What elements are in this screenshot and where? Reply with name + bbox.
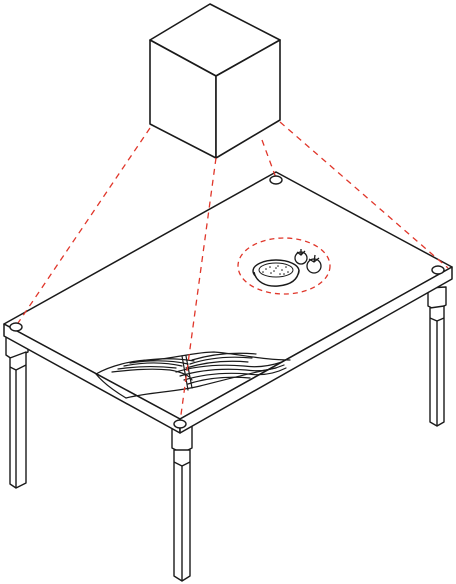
tomato-front [306, 254, 322, 274]
leg-front [171, 419, 193, 582]
corner-marker-back [269, 175, 283, 185]
highlight-ring [237, 237, 331, 295]
food-texture [262, 265, 289, 275]
tomatoes [294, 249, 322, 274]
projection-line-right [279, 121, 449, 269]
cube-right-face [215, 39, 281, 159]
leg-right [427, 286, 447, 427]
corner-marker-right [431, 265, 445, 275]
table-legs [5, 286, 447, 582]
overhead-camera-cube [149, 3, 281, 159]
projection-line-back [261, 139, 277, 179]
leg-left [5, 329, 29, 489]
table-top-surface [3, 171, 453, 420]
table-top [3, 171, 453, 434]
corner-markers [9, 175, 445, 429]
corner-marker-left [9, 322, 23, 332]
bowl-contents [258, 262, 294, 278]
tomato-back [294, 249, 308, 265]
bowl-of-food [252, 259, 300, 287]
projection-lines [15, 121, 449, 423]
corner-marker-front [173, 419, 187, 429]
projection-line-front [179, 157, 217, 423]
projection-line-left [15, 127, 151, 327]
